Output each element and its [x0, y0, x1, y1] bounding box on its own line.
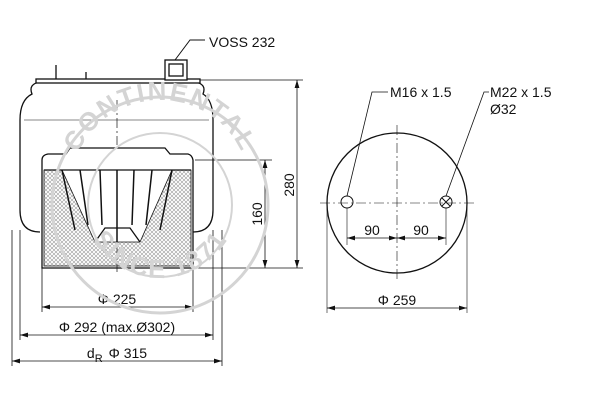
m16-thread-label: M16 x 1.5 — [390, 84, 452, 100]
piston-diameter-label: Φ 225 — [98, 291, 137, 307]
m16-hole — [340, 195, 354, 209]
height-280-label: 280 — [281, 173, 297, 197]
stud-bolt — [55, 65, 87, 79]
m22-thread-label: M22 x 1.5 — [490, 84, 552, 100]
svg-text:CONTINENTAL: CONTINENTAL — [57, 76, 264, 156]
voss-232-valve — [164, 59, 188, 81]
side-view — [19, 59, 214, 272]
bellow-outline — [19, 81, 214, 233]
m22-diameter-label: Ø32 — [490, 101, 517, 117]
height-160-label: 160 — [249, 202, 265, 226]
top-view — [320, 91, 489, 313]
valve-leader-line — [174, 39, 205, 61]
plate-diameter-label: Φ 259 — [378, 292, 417, 308]
bellow-diameter-label: Φ 292 (max.Ø302) — [59, 319, 175, 335]
spacing-right-label: 90 — [413, 222, 429, 238]
spacing-left-label: 90 — [364, 222, 380, 238]
valve-label: VOSS 232 — [209, 34, 275, 50]
top-plate — [35, 78, 201, 84]
